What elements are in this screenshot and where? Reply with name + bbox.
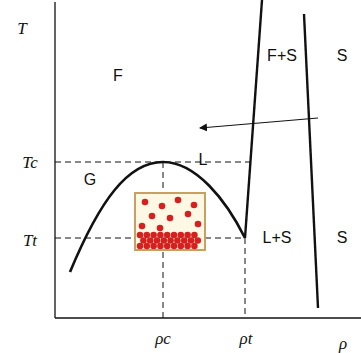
particle — [171, 243, 178, 250]
particle — [195, 237, 202, 244]
axis-tick-label: Tc — [22, 154, 37, 171]
particle — [161, 237, 168, 244]
rhot-guide — [245, 238, 246, 318]
axis-tick-label: Tt — [23, 232, 37, 249]
particle — [149, 213, 156, 220]
inset-box — [135, 193, 205, 250]
axis-label: T — [17, 20, 26, 37]
particle — [157, 232, 164, 239]
particle — [185, 211, 192, 218]
particle — [164, 243, 171, 250]
particle — [171, 232, 178, 239]
particle — [140, 237, 147, 244]
region-label: L — [199, 152, 208, 168]
particle — [144, 243, 151, 250]
particle — [154, 237, 161, 244]
x-axis — [55, 317, 361, 318]
particle — [167, 237, 174, 244]
particle — [144, 232, 151, 239]
particle — [150, 232, 157, 239]
particle — [137, 243, 144, 250]
leader-arrow — [200, 118, 318, 128]
region-label: F — [113, 68, 123, 84]
coexistence-curve — [70, 162, 245, 272]
region-label: S — [337, 230, 348, 246]
particle — [184, 243, 191, 250]
region-label: L+S — [263, 230, 292, 246]
particle — [195, 221, 202, 228]
axis-tick-label: ρt — [240, 330, 253, 347]
particle — [188, 237, 195, 244]
axis-label: ρ — [339, 335, 347, 352]
particle — [167, 215, 174, 222]
particle — [191, 243, 198, 250]
region-label: S — [337, 48, 348, 64]
particle — [191, 232, 198, 239]
particles — [137, 197, 202, 250]
particle — [139, 223, 146, 230]
particle — [157, 243, 164, 250]
axis-tick-label: ρc — [155, 330, 171, 347]
particle — [142, 199, 149, 206]
particle — [164, 232, 171, 239]
particle — [174, 237, 181, 244]
region-label: G — [84, 172, 96, 188]
y-axis — [54, 2, 55, 318]
freezing-line — [245, 0, 262, 238]
melting-line — [304, 14, 318, 308]
particle — [137, 232, 144, 239]
particle — [147, 237, 154, 244]
particle — [181, 237, 188, 244]
particle — [150, 243, 157, 250]
particle — [178, 232, 185, 239]
region-label: F+S — [267, 48, 297, 64]
particle — [178, 243, 185, 250]
particle — [191, 202, 198, 209]
particle — [159, 203, 166, 210]
particle — [175, 197, 182, 204]
particle — [184, 232, 191, 239]
particle — [157, 225, 164, 232]
